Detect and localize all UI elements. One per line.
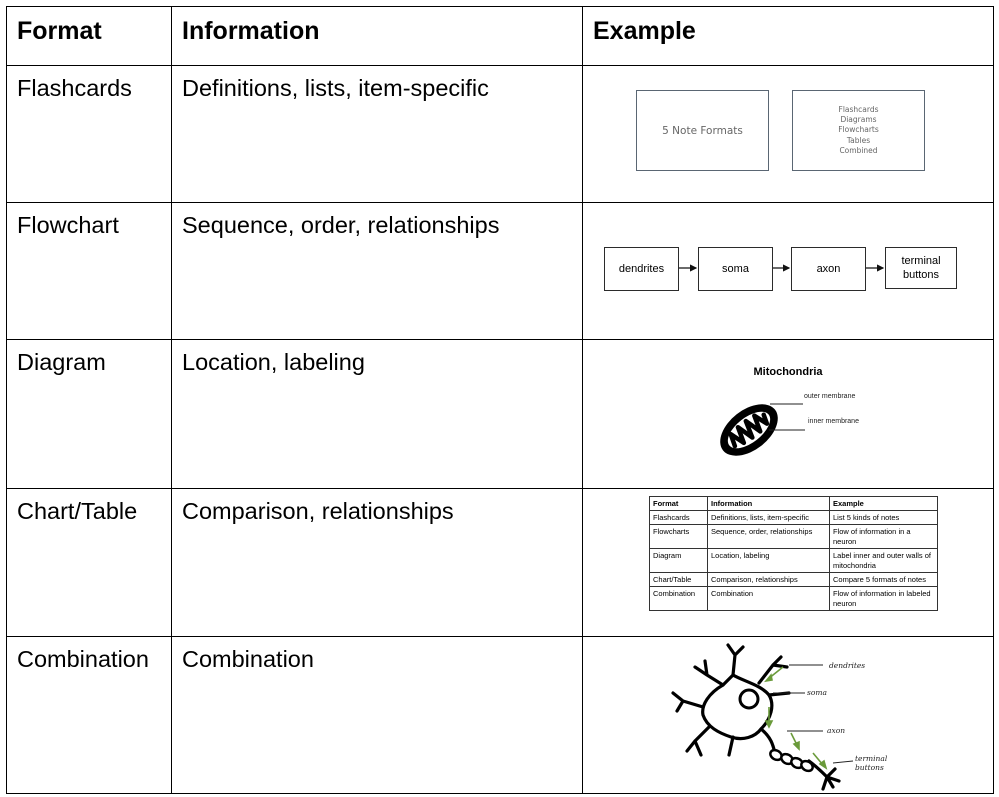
mini-table-row: Flowcharts Sequence, order, relationship… (649, 524, 938, 549)
header-format: Format (17, 17, 102, 45)
header-example: Example (593, 17, 696, 45)
information-cell: Sequence, order, relationships (171, 202, 583, 340)
mitochondria-title: Mitochondria (753, 366, 823, 378)
information-label: Comparison, relationships (182, 498, 454, 524)
flashcards-example: 5 Note Formats Flashcards Diagrams Flowc… (583, 66, 993, 202)
format-label: Combination (17, 646, 149, 672)
mini-cell: Sequence, order, relationships (707, 524, 830, 549)
mini-cell: Chart/Table (649, 572, 708, 587)
neuron-label-dendrites: dendrites (829, 661, 866, 670)
diagram-example: Mitochondria outer membrane inner membra… (583, 340, 993, 488)
mini-cell: Flowcharts (649, 524, 708, 549)
mini-table-header: Format Information Example (649, 496, 938, 511)
flashcard-front-text: 5 Note Formats (662, 124, 743, 137)
information-cell: Combination (171, 636, 583, 794)
mini-cell: Location, labeling (707, 548, 830, 573)
combination-example: dendrites soma axon terminal buttons (583, 637, 993, 793)
flashcard-back-item: Flashcards (838, 104, 879, 114)
table-row: Flowchart Sequence, order, relationships… (6, 202, 994, 340)
table-row: Flashcards Definitions, lists, item-spec… (6, 65, 994, 203)
mini-cell: Flashcards (649, 510, 708, 525)
format-cell: Flowchart (6, 202, 172, 340)
example-cell: dendrites soma axon terminal buttons (582, 202, 994, 340)
flow-node: dendrites (604, 247, 679, 291)
mini-table-row: Flashcards Definitions, lists, item-spec… (649, 510, 938, 525)
note-formats-table: Format Information Example Flashcards De… (6, 6, 994, 794)
flowchart-arrows (678, 264, 885, 272)
mini-cell: Combination (649, 586, 708, 611)
flowchart-example: dendrites soma axon terminal buttons (583, 203, 993, 339)
information-cell: Comparison, relationships (171, 488, 583, 637)
mini-cell: Diagram (649, 548, 708, 573)
format-label: Flashcards (17, 75, 132, 101)
outer-membrane-label: outer membrane (804, 393, 855, 402)
information-cell: Location, labeling (171, 339, 583, 489)
mini-cell: Definitions, lists, item-specific (707, 510, 830, 525)
header-row: Format Information Example (6, 6, 994, 66)
table-row: Chart/Table Comparison, relationships Fo… (6, 488, 994, 637)
mini-table-row: Diagram Location, labeling Label inner a… (649, 548, 938, 573)
mini-header-cell: Example (829, 496, 938, 511)
neuron-label-terminal: terminal buttons (855, 754, 888, 772)
inner-membrane-text: inner membrane (808, 418, 859, 425)
flashcard-back-item: Flowcharts (838, 125, 879, 135)
mini-cell: List 5 kinds of notes (829, 510, 938, 525)
mini-cell: Compare 5 formats of notes (829, 572, 938, 587)
header-information-cell: Information (171, 6, 583, 66)
information-label: Definitions, lists, item-specific (182, 75, 489, 101)
flashcard-back-item: Tables (846, 135, 871, 145)
mini-header-cell: Information (707, 496, 830, 511)
chart-table-example: Format Information Example Flashcards De… (583, 489, 993, 636)
header-example-cell: Example (582, 6, 994, 66)
mini-table-row: Chart/Table Comparison, relationships Co… (649, 572, 938, 587)
example-cell: 5 Note Formats Flashcards Diagrams Flowc… (582, 65, 994, 203)
information-label: Combination (182, 646, 314, 672)
mini-cell: Flow of information in a neuron (829, 524, 938, 549)
flashcard-back-item: Diagrams (840, 115, 877, 125)
format-label: Flowchart (17, 212, 119, 238)
outer-membrane-text: outer membrane (804, 393, 856, 400)
header-format-cell: Format (6, 6, 172, 66)
mitochondria-icon (720, 403, 805, 456)
format-label: Chart/Table (17, 498, 138, 524)
flashcard-back-item: Combined (839, 145, 878, 155)
flashcard-front: 5 Note Formats (636, 90, 769, 171)
flow-node: axon (791, 247, 866, 291)
format-cell: Diagram (6, 339, 172, 489)
neuron-label-axon: axon (827, 726, 846, 735)
table-row: Combination Combination (6, 636, 994, 794)
neuron-label-soma: soma (807, 688, 827, 697)
mini-header-cell: Format (649, 496, 708, 511)
flow-node: terminal buttons (885, 247, 957, 289)
mini-cell: Flow of information in labeled neuron (829, 586, 938, 611)
format-cell: Chart/Table (6, 488, 172, 637)
information-label: Sequence, order, relationships (182, 212, 500, 238)
information-label: Location, labeling (182, 349, 365, 375)
example-cell: Mitochondria outer membrane inner membra… (582, 339, 994, 489)
information-cell: Definitions, lists, item-specific (171, 65, 583, 203)
flashcard-back: Flashcards Diagrams Flowcharts Tables Co… (792, 90, 925, 171)
format-cell: Combination (6, 636, 172, 794)
flow-node: soma (698, 247, 773, 291)
mini-cell: Label inner and outer walls of mitochond… (829, 548, 938, 573)
format-label: Diagram (17, 349, 106, 375)
mini-table: Format Information Example Flashcards De… (649, 496, 938, 611)
example-cell: Format Information Example Flashcards De… (582, 488, 994, 637)
table-row: Diagram Location, labeling Mitochondria … (6, 339, 994, 489)
header-information: Information (182, 17, 320, 45)
mini-cell: Comparison, relationships (707, 572, 830, 587)
mini-cell: Combination (707, 586, 830, 611)
inner-membrane-label: inner membrane (808, 418, 859, 427)
mini-table-row: Combination Combination Flow of informat… (649, 586, 938, 611)
format-cell: Flashcards (6, 65, 172, 203)
example-cell: dendrites soma axon terminal buttons (582, 636, 994, 794)
neuron-icon (671, 643, 854, 791)
